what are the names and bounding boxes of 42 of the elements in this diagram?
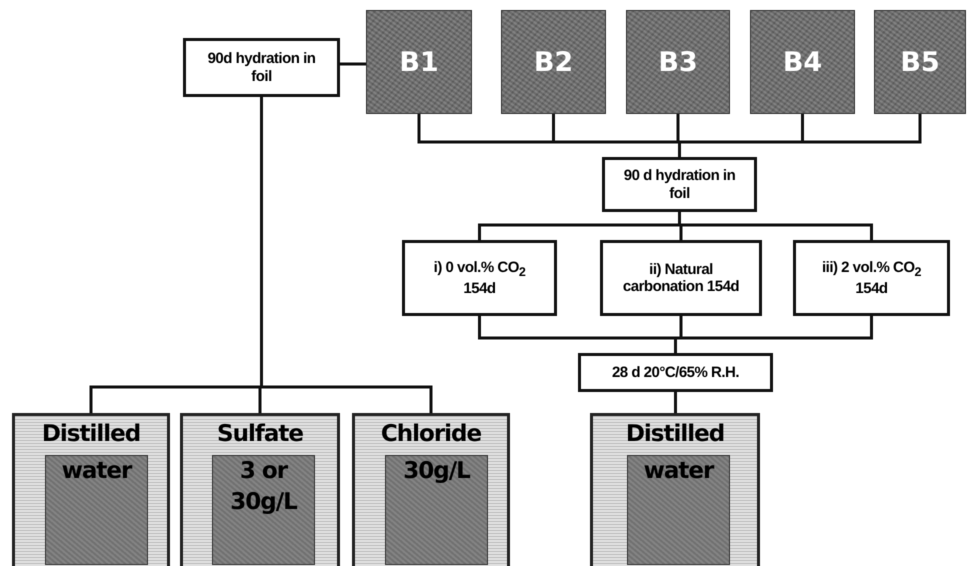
sample-label: B5 xyxy=(900,46,940,78)
sample-block xyxy=(501,10,606,114)
sample-block xyxy=(626,10,730,114)
process-box xyxy=(578,353,773,392)
process-box xyxy=(183,38,340,97)
step-label: iii) 2 vol.% CO$_{2}$ 154d xyxy=(821,259,922,297)
sample-label: B3 xyxy=(658,46,698,78)
solution-label: Distilled xyxy=(626,422,724,448)
step-label: 90d hydration in foil xyxy=(206,50,316,85)
connector-line xyxy=(478,316,677,353)
solution-label: water xyxy=(62,457,132,486)
step-label: 28 d 20°C/65% R.H. xyxy=(612,364,740,382)
solution-label: Chloride xyxy=(380,422,482,448)
step-label: i) 0 vol.% CO$_{2}$ 154d xyxy=(432,259,526,297)
solution-label: 30g/L xyxy=(403,457,470,486)
step-label: ii) Natural carbonation 154d xyxy=(622,260,740,296)
sample-block xyxy=(366,10,472,114)
connector-line xyxy=(674,392,677,413)
connector-line xyxy=(340,62,366,66)
sample-block xyxy=(750,10,855,114)
immersion-tank xyxy=(180,413,340,566)
immersion-tank xyxy=(12,413,170,566)
solution-label: Distilled xyxy=(42,422,140,448)
sample-block xyxy=(212,455,315,565)
solution-label: water xyxy=(644,457,714,486)
sample-block xyxy=(45,455,148,565)
process-box xyxy=(602,157,757,212)
sample-label: B4 xyxy=(782,46,822,78)
sample-label: B2 xyxy=(534,46,574,78)
sample-block xyxy=(385,455,488,565)
process-box xyxy=(793,240,950,316)
solution-label: 3 or 30g/L xyxy=(229,457,298,518)
sample-block xyxy=(874,10,966,114)
connector-line xyxy=(418,114,681,157)
sample-label: B1 xyxy=(399,46,439,78)
immersion-tank xyxy=(590,413,760,566)
step-label: 90 d hydration in foil xyxy=(622,167,736,202)
process-box xyxy=(600,240,762,316)
sample-block xyxy=(627,455,730,565)
solution-label: Sulfate xyxy=(217,422,303,448)
immersion-tank xyxy=(352,413,510,566)
process-box xyxy=(402,240,557,316)
